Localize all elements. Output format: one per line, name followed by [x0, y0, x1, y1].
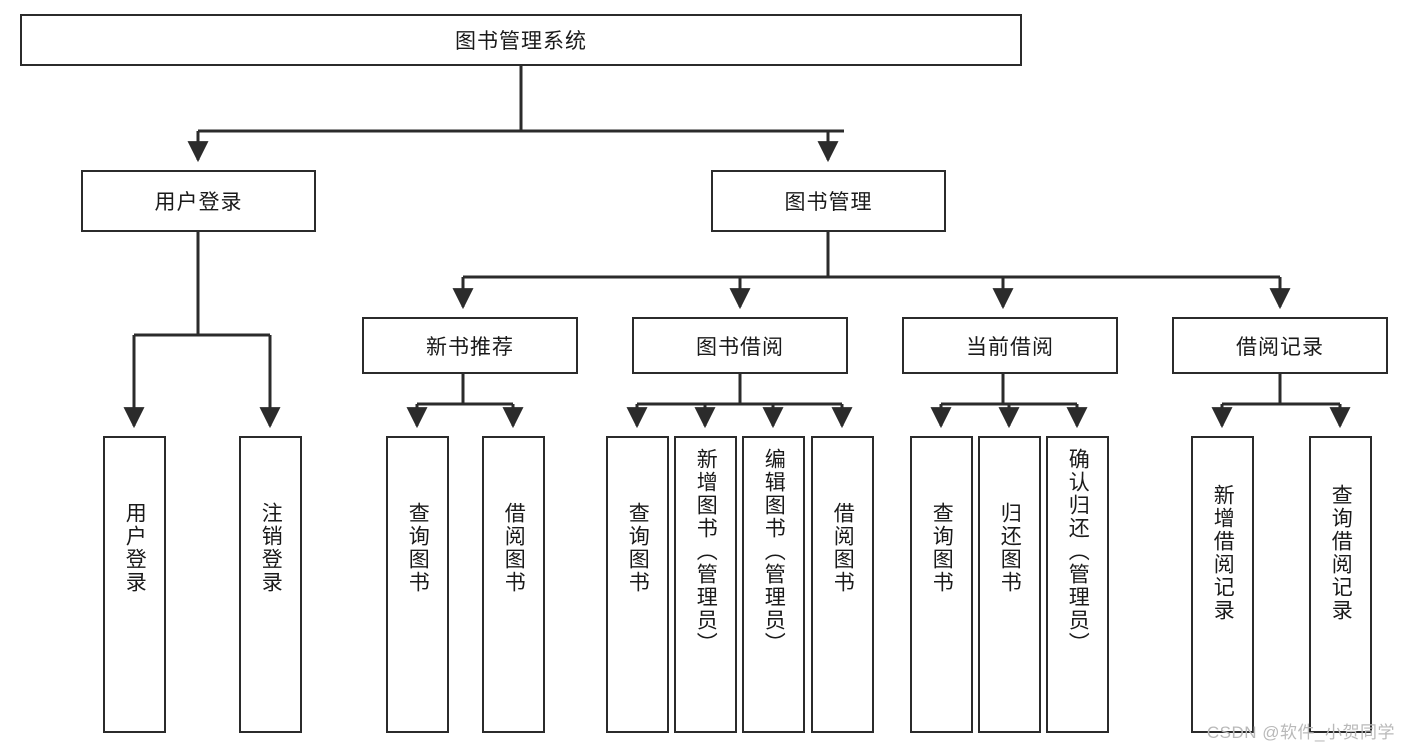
leaf-confirm-return-admin[interactable]: 确认归还（管理员）: [1046, 436, 1109, 733]
leaf-add-book-admin-label: 新增图书（管理员）: [694, 448, 718, 655]
leaf-borrow-book-borrow[interactable]: 借阅图书: [811, 436, 874, 733]
leaf-user-login[interactable]: 用户登录: [103, 436, 166, 733]
leaf-query-book-borrow-label: 查询图书: [626, 502, 650, 594]
node-book-management-label: 图书管理: [784, 191, 873, 214]
node-root[interactable]: 图书管理系统: [20, 14, 1022, 66]
leaf-return-book[interactable]: 归还图书: [978, 436, 1041, 733]
node-borrow-record[interactable]: 借阅记录: [1172, 317, 1388, 374]
node-current-borrow[interactable]: 当前借阅: [902, 317, 1118, 374]
leaf-add-borrow-record[interactable]: 新增借阅记录: [1191, 436, 1254, 733]
node-new-book-recommend-label: 新书推荐: [426, 335, 514, 359]
leaf-query-borrow-record-label: 查询借阅记录: [1329, 484, 1353, 622]
node-book-borrow-label: 图书借阅: [696, 335, 784, 359]
leaf-query-book-recommend[interactable]: 查询图书: [386, 436, 449, 733]
leaf-query-book-recommend-label: 查询图书: [406, 502, 430, 594]
leaf-confirm-return-admin-label: 确认归还（管理员）: [1066, 448, 1090, 655]
leaf-user-login-label: 用户登录: [123, 502, 147, 594]
node-borrow-record-label: 借阅记录: [1236, 335, 1324, 359]
node-user-login[interactable]: 用户登录: [81, 170, 316, 232]
leaf-query-book-current-label: 查询图书: [930, 502, 954, 594]
leaf-query-book-current[interactable]: 查询图书: [910, 436, 973, 733]
leaf-query-book-borrow[interactable]: 查询图书: [606, 436, 669, 733]
leaf-edit-book-admin[interactable]: 编辑图书（管理员）: [742, 436, 805, 733]
leaf-borrow-book-recommend[interactable]: 借阅图书: [482, 436, 545, 733]
leaf-add-borrow-record-label: 新增借阅记录: [1211, 484, 1235, 622]
leaf-borrow-book-borrow-label: 借阅图书: [831, 502, 855, 594]
leaf-query-borrow-record[interactable]: 查询借阅记录: [1309, 436, 1372, 733]
leaf-logout[interactable]: 注销登录: [239, 436, 302, 733]
node-new-book-recommend[interactable]: 新书推荐: [362, 317, 578, 374]
node-book-borrow[interactable]: 图书借阅: [632, 317, 848, 374]
leaf-logout-label: 注销登录: [259, 502, 283, 594]
leaf-return-book-label: 归还图书: [998, 502, 1022, 594]
node-root-label: 图书管理系统: [455, 30, 587, 53]
node-book-management[interactable]: 图书管理: [711, 170, 946, 232]
leaf-add-book-admin[interactable]: 新增图书（管理员）: [674, 436, 737, 733]
node-current-borrow-label: 当前借阅: [966, 335, 1054, 359]
watermark: CSDN @软件_小贺同学: [1206, 723, 1395, 742]
node-user-login-label: 用户登录: [154, 191, 243, 214]
leaf-edit-book-admin-label: 编辑图书（管理员）: [762, 448, 786, 655]
leaf-borrow-book-recommend-label: 借阅图书: [502, 502, 526, 594]
